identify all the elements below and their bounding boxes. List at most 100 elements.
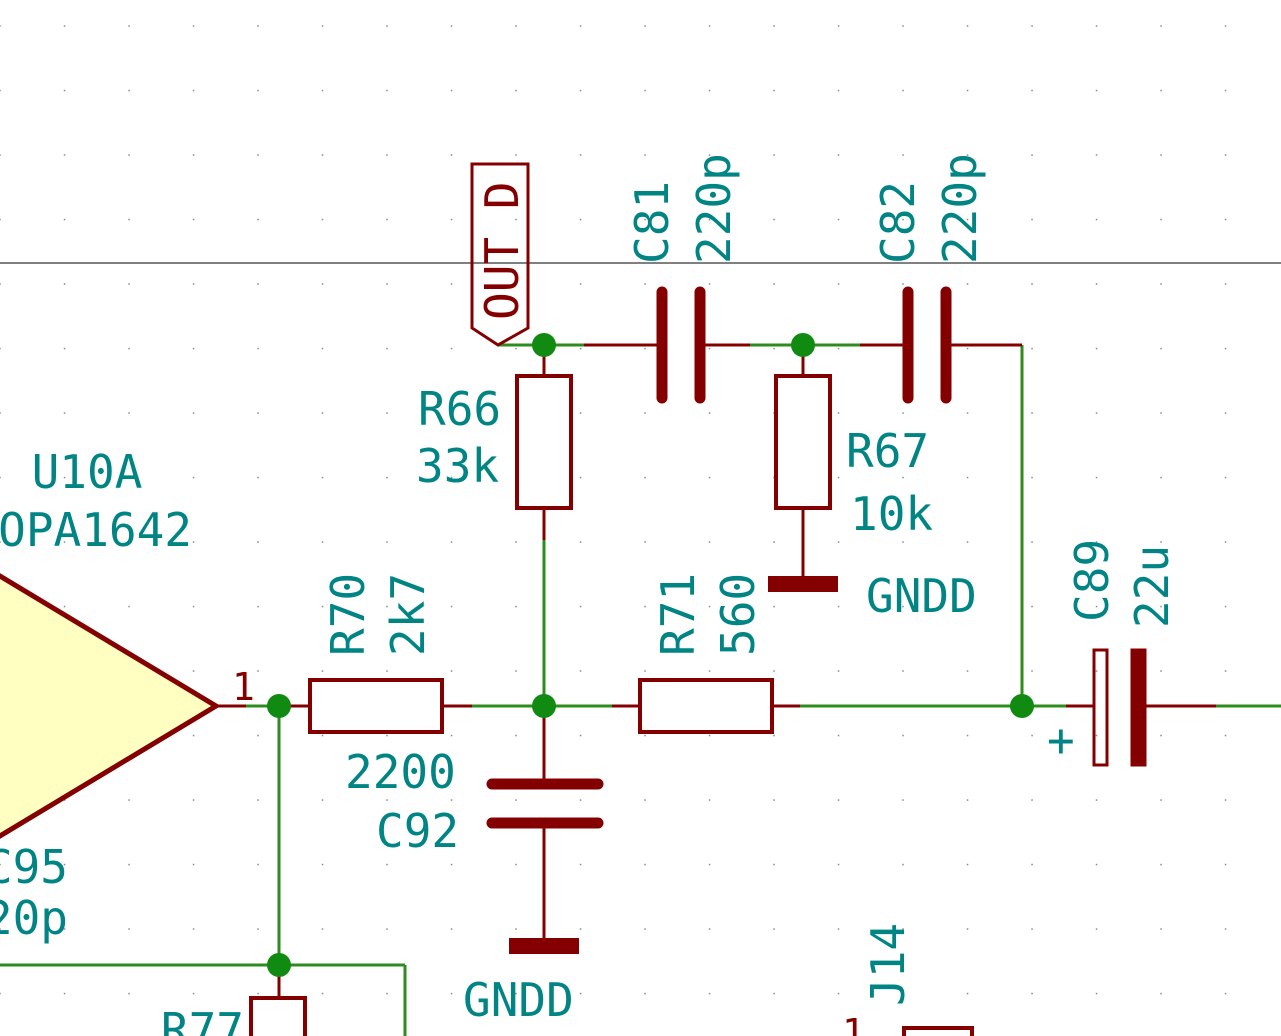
grid-dot	[966, 412, 969, 414]
connector-j14[interactable]	[902, 1026, 974, 1036]
capacitor-c82[interactable]	[902, 286, 952, 404]
grid-dot	[966, 541, 969, 543]
grid-dot	[966, 218, 969, 221]
grid-dot	[708, 476, 711, 479]
grid-dot	[579, 734, 582, 737]
capacitor-c92[interactable]	[486, 778, 604, 829]
grid-dot	[192, 218, 195, 221]
grid-dot	[1031, 605, 1033, 608]
grid-dot	[966, 992, 969, 995]
grid-dot	[773, 541, 775, 543]
grid-dot	[386, 863, 388, 866]
grid-dot	[708, 25, 711, 27]
grid-dot	[1031, 799, 1033, 801]
grid-dot	[515, 283, 517, 285]
grid-dot	[386, 218, 388, 221]
grid-dot	[192, 992, 195, 995]
grid-dot	[192, 412, 195, 414]
out-d-text[interactable]: OUT_D	[475, 182, 529, 320]
grid-dot	[837, 25, 840, 27]
resistor-r66[interactable]	[515, 374, 573, 510]
grid-dot	[128, 605, 130, 608]
grid-dot	[1031, 734, 1033, 737]
grid-dot	[1160, 992, 1162, 995]
grid-dot	[1224, 476, 1227, 479]
grid-dot	[1160, 670, 1162, 672]
u10a-value-text: OPA1642	[0, 503, 192, 557]
grid-dot	[579, 863, 582, 866]
grid-dot	[515, 992, 517, 995]
grid-dot	[321, 283, 324, 285]
grid-dot	[579, 476, 582, 479]
grid-dot	[1095, 670, 1098, 672]
grid-dot	[63, 476, 66, 479]
grid-dot	[450, 670, 453, 672]
grid-dot	[128, 25, 130, 27]
grid-dot	[966, 799, 969, 801]
grid-dot	[579, 928, 582, 930]
grid-dot	[1095, 218, 1098, 221]
gndd-symbol-c92	[509, 938, 579, 954]
grid-dot	[708, 154, 711, 156]
grid-dot	[1031, 347, 1033, 350]
grid-dot	[902, 412, 904, 414]
grid-dot	[837, 154, 840, 156]
grid-dot	[902, 670, 904, 672]
grid-dot	[1095, 25, 1098, 27]
grid-dot	[1095, 605, 1098, 608]
grid-dot	[902, 283, 904, 285]
grid-dot	[644, 412, 646, 414]
grid-dot	[1224, 928, 1227, 930]
grid-dot	[773, 25, 775, 27]
grid-dot	[128, 928, 130, 930]
grid-dot	[773, 154, 775, 156]
grid-dot	[192, 283, 195, 285]
grid-dot	[1031, 218, 1033, 221]
r77-ref-text: R77	[161, 1003, 244, 1036]
grid-dot	[321, 541, 324, 543]
grid-dot	[63, 283, 66, 285]
grid-dots	[0, 25, 1227, 995]
grid-dot	[0, 25, 1, 27]
gndd-r67-text: GNDD	[866, 569, 977, 623]
grid-dot	[63, 541, 66, 543]
grid-dot	[1224, 734, 1227, 737]
grid-dot	[644, 928, 646, 930]
grid-dot	[773, 863, 775, 866]
grid-dot	[1031, 154, 1033, 156]
grid-dot	[773, 799, 775, 801]
grid-dot	[644, 799, 646, 801]
grid-dot	[1160, 347, 1162, 350]
grid-dot	[386, 928, 388, 930]
grid-dot	[192, 863, 195, 866]
grid-dot	[321, 347, 324, 350]
out-d-label-shape[interactable]	[470, 162, 530, 347]
grid-dot	[386, 670, 388, 672]
grid-dot	[1224, 89, 1227, 92]
grid-dot	[515, 928, 517, 930]
resistor-r67[interactable]	[774, 374, 832, 510]
grid-dot	[1224, 154, 1227, 156]
grid-dot	[837, 928, 840, 930]
grid-dot	[257, 670, 259, 672]
grid-dot	[837, 283, 840, 285]
grid-dot	[1031, 928, 1033, 930]
resistor-r77[interactable]	[249, 996, 307, 1036]
grid-dot	[644, 863, 646, 866]
opamp-u10a-symbol[interactable]	[0, 540, 221, 872]
grid-dot	[0, 347, 1, 350]
grid-dot	[0, 89, 1, 92]
resistor-r71[interactable]	[638, 678, 774, 734]
grid-dot	[63, 25, 66, 27]
grid-dot	[708, 541, 711, 543]
grid-dot	[321, 992, 324, 995]
grid-dot	[708, 992, 711, 995]
capacitor-c89[interactable]	[1092, 648, 1147, 767]
resistor-r70[interactable]	[308, 678, 444, 734]
grid-dot	[515, 25, 517, 27]
capacitor-c81[interactable]	[656, 286, 706, 404]
grid-dot	[837, 992, 840, 995]
grid-dot	[644, 734, 646, 737]
